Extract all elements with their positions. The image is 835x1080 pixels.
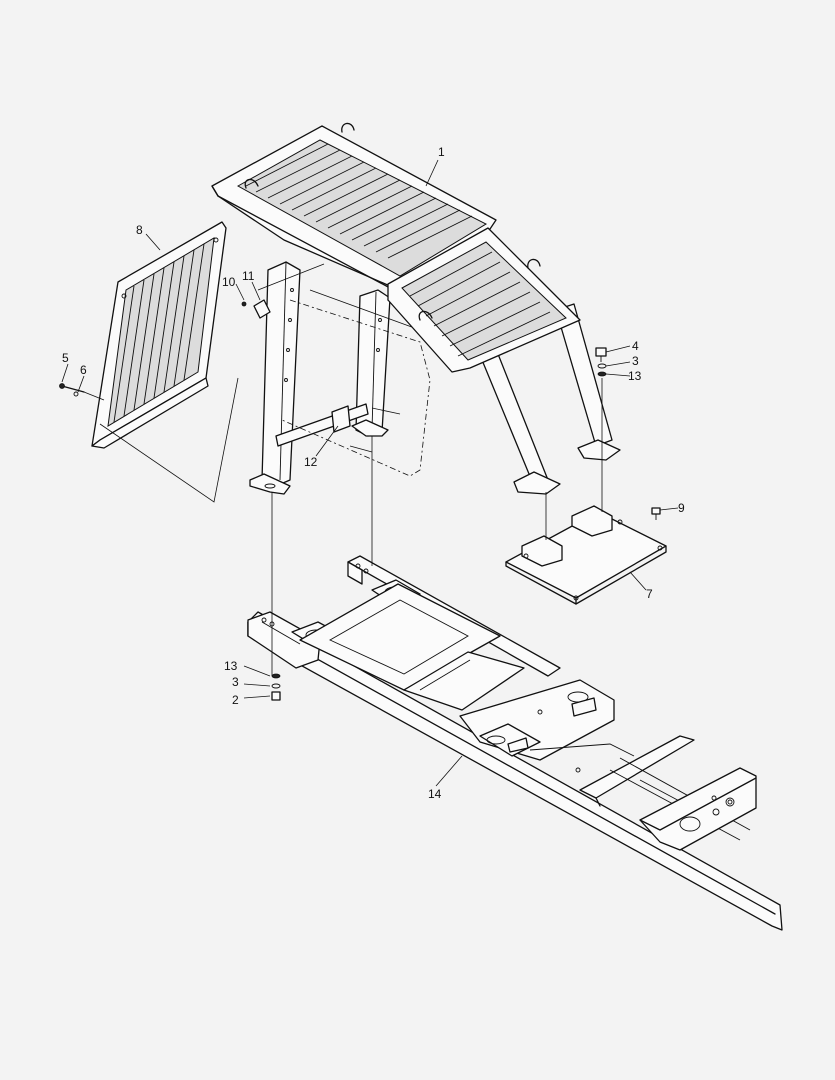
callout-12: 12 [304,455,318,469]
callout-9: 9 [678,501,685,515]
callout-13a: 13 [628,369,642,383]
callout-4: 4 [632,339,639,353]
callout-3a: 3 [632,354,639,368]
leader-lines [61,159,679,787]
main-frame [247,555,783,931]
canopy-rops [211,122,621,495]
callout-7: 7 [646,587,653,601]
callout-8: 8 [136,223,143,237]
floor-plate [505,505,667,605]
callout-5: 5 [62,351,69,365]
callout-1: 1 [438,145,445,159]
callout-13b: 13 [224,659,238,673]
callout-11: 11 [242,269,255,283]
side-screen [91,221,227,449]
callout-labels: 1 8 10 11 5 6 12 4 3 13 9 7 13 3 2 14 [62,145,685,801]
callout-10: 10 [222,275,236,289]
callout-14: 14 [428,787,442,801]
callout-2: 2 [232,693,239,707]
callout-3b: 3 [232,675,239,689]
hardware [59,299,661,701]
callout-6: 6 [80,363,87,377]
